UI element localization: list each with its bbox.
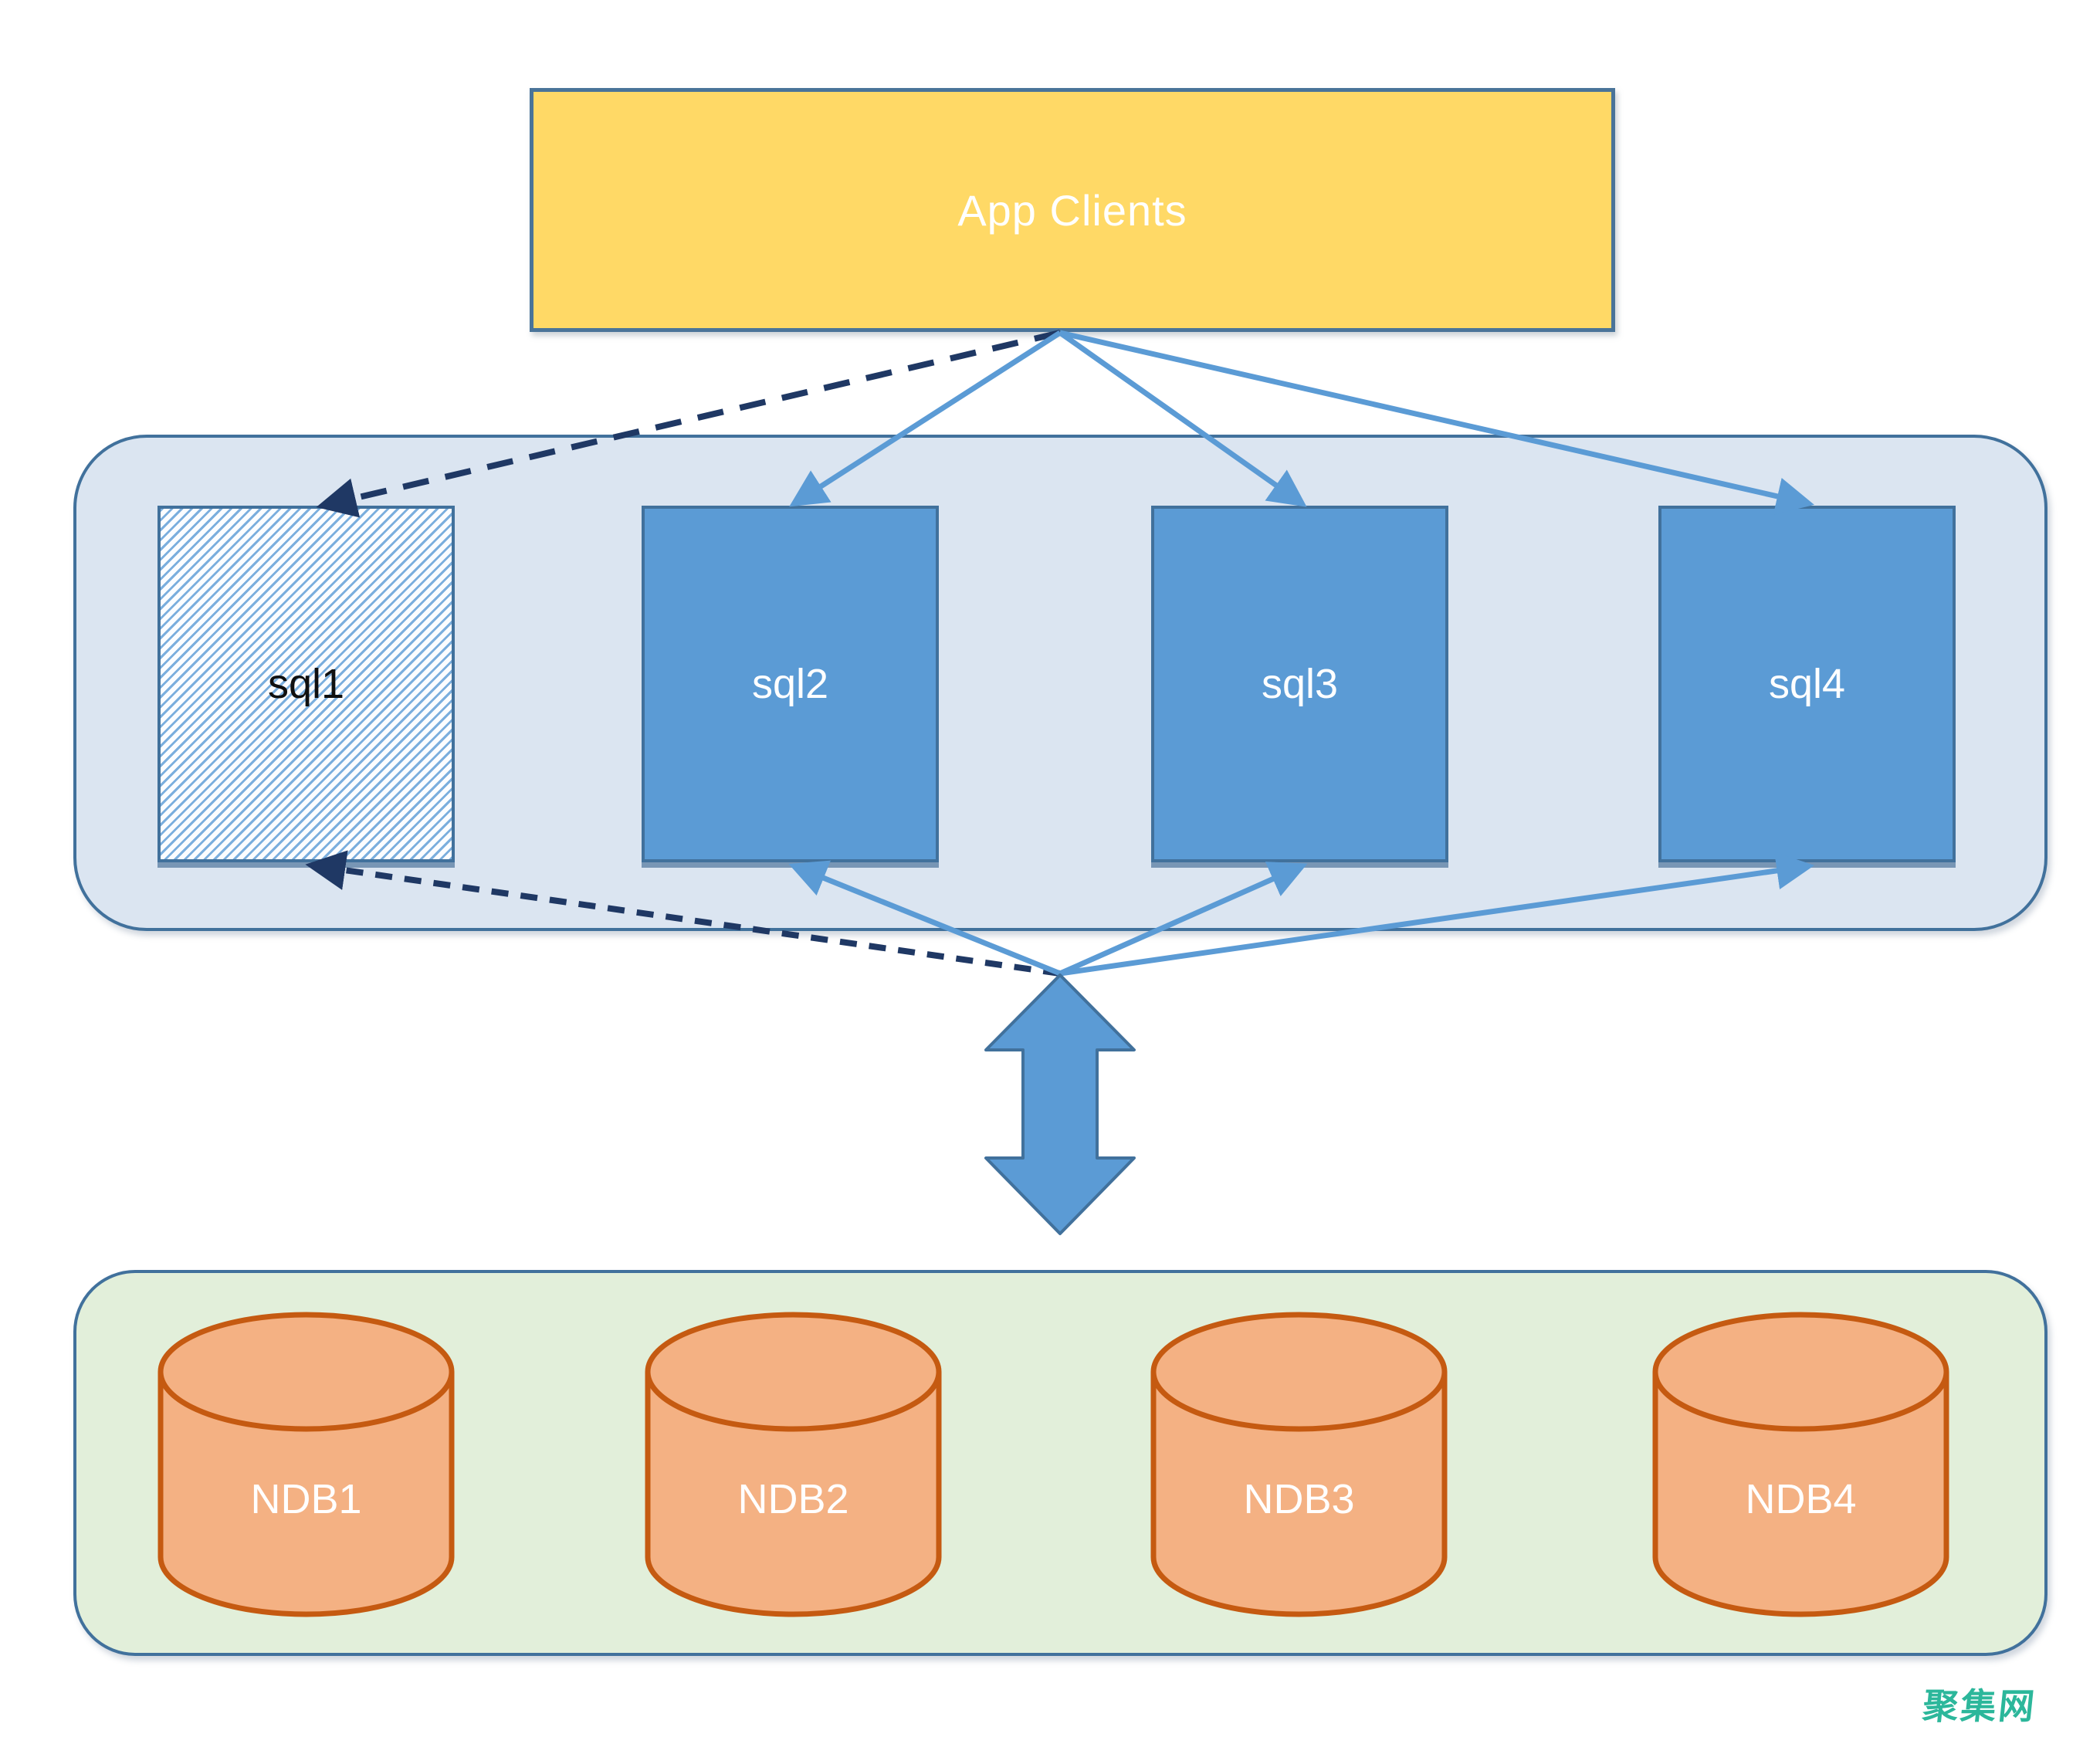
app-clients-label: App Clients <box>957 185 1187 235</box>
database-cylinder-icon <box>1150 1312 1448 1617</box>
ndb3-cylinder: NDB3 <box>1150 1310 1448 1617</box>
sql4-label: sql4 <box>1768 661 1846 707</box>
sql4-node: sql4 <box>1658 506 1956 862</box>
ndb2-label: NDB2 <box>737 1476 849 1522</box>
ndb2-cylinder: NDB2 <box>645 1310 942 1617</box>
watermark-text: 聚集网 <box>1920 1686 2039 1726</box>
sql2-label: sql2 <box>751 661 829 707</box>
ndb4-cylinder: NDB4 <box>1652 1310 1949 1617</box>
double-arrow-sql-ndb <box>984 973 1136 1235</box>
sql2-node: sql2 <box>642 506 939 862</box>
database-cylinder-icon <box>1652 1312 1949 1617</box>
sql3-label: sql3 <box>1261 661 1339 707</box>
ndb1-label: NDB1 <box>250 1476 362 1522</box>
database-cylinder-icon <box>158 1312 455 1617</box>
app-clients-box: App Clients <box>530 88 1615 332</box>
sql1-node: sql1 <box>158 506 455 862</box>
database-cylinder-icon <box>645 1312 942 1617</box>
sql3-node: sql3 <box>1151 506 1448 862</box>
ndb1-cylinder: NDB1 <box>158 1310 455 1617</box>
ndb4-label: NDB4 <box>1745 1476 1857 1522</box>
ndb3-label: NDB3 <box>1243 1476 1355 1522</box>
sql1-label: sql1 <box>267 661 345 707</box>
